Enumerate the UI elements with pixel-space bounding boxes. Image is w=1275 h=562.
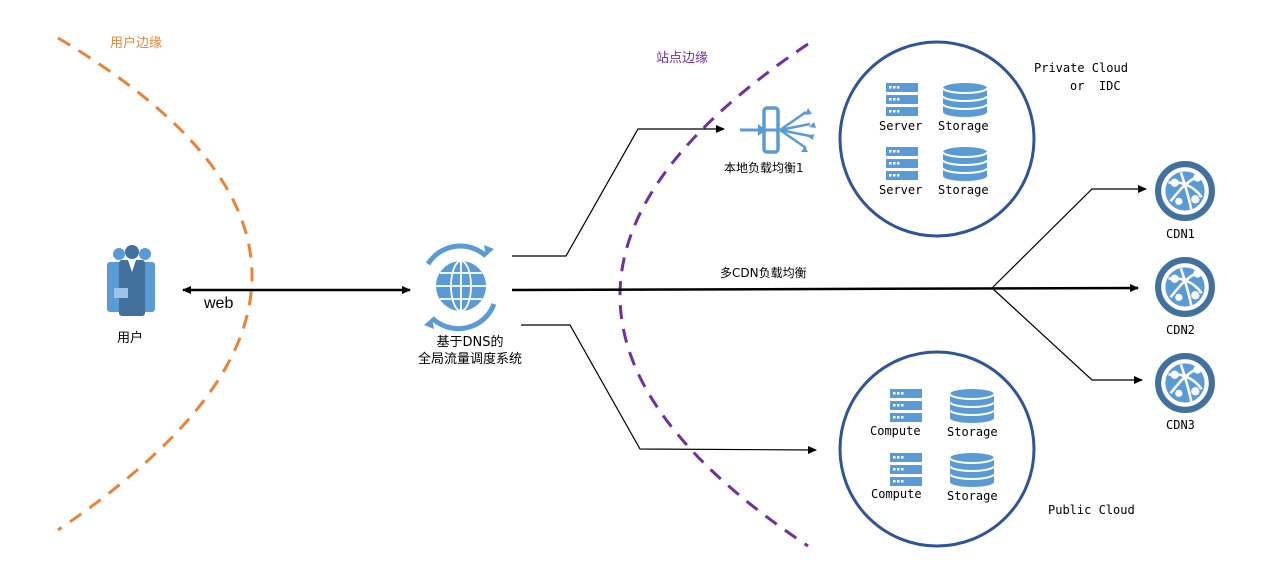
network-globe-icon bbox=[1158, 164, 1212, 218]
database-icon bbox=[949, 452, 995, 488]
globe-refresh-icon bbox=[424, 243, 497, 332]
public-row2-right-label: Storage bbox=[947, 489, 998, 503]
branch-to-cdn3-line bbox=[991, 287, 1143, 384]
user-label: 用户 bbox=[117, 331, 144, 346]
dns-to-multi-cdn-line bbox=[511, 284, 1139, 293]
database-icon bbox=[942, 146, 988, 182]
public-row2-left-label: Compute bbox=[871, 487, 922, 501]
cdn2-label: CDN2 bbox=[1166, 323, 1195, 337]
branch-to-cdn1-line bbox=[991, 185, 1147, 289]
multi-cdn-label: 多CDN负载均衡 bbox=[720, 266, 807, 280]
network-globe-icon bbox=[1158, 356, 1212, 410]
server-icon bbox=[886, 147, 918, 180]
site-edge-label: 站点边缘 bbox=[656, 51, 709, 66]
web-label: web bbox=[204, 295, 234, 312]
public-row1-right-label: Storage bbox=[947, 425, 998, 439]
database-icon bbox=[942, 82, 988, 118]
user-edge-label: 用户边缘 bbox=[110, 36, 163, 51]
cdn1-label: CDN1 bbox=[1166, 227, 1195, 241]
server-icon bbox=[890, 389, 922, 422]
server-icon bbox=[886, 83, 918, 116]
database-icon bbox=[949, 388, 995, 424]
load-balancer-icon bbox=[740, 106, 816, 154]
dns-to-local-lb-line bbox=[512, 125, 725, 257]
private-cloud-label-line1: Private Cloud bbox=[1034, 61, 1128, 75]
user-group-icon bbox=[107, 245, 155, 316]
dns-label-line2: 全局流量调度系统 bbox=[417, 352, 522, 367]
private-row1-left-label: Server bbox=[879, 119, 923, 133]
private-cloud-circle bbox=[838, 40, 1036, 238]
cdn3-label: CDN3 bbox=[1166, 418, 1195, 432]
private-row2-left-label: Server bbox=[879, 183, 923, 197]
dns-label-line1: 基于DNS的 bbox=[436, 335, 504, 350]
public-cloud-label: Public Cloud bbox=[1048, 503, 1135, 517]
server-icon bbox=[890, 453, 922, 486]
private-row2-right-label: Storage bbox=[938, 183, 989, 197]
user-edge-arc bbox=[57, 36, 254, 532]
local-lb-label: 本地负载均衡1 bbox=[724, 161, 804, 175]
public-row1-left-label: Compute bbox=[870, 424, 921, 438]
private-row1-right-label: Storage bbox=[938, 119, 989, 133]
private-cloud-label-line2: or IDC bbox=[1070, 79, 1121, 93]
network-globe-icon bbox=[1158, 260, 1212, 314]
site-edge-arc bbox=[618, 42, 809, 548]
public-cloud-circle bbox=[838, 350, 1036, 548]
dns-to-public-cloud-line bbox=[521, 324, 817, 454]
